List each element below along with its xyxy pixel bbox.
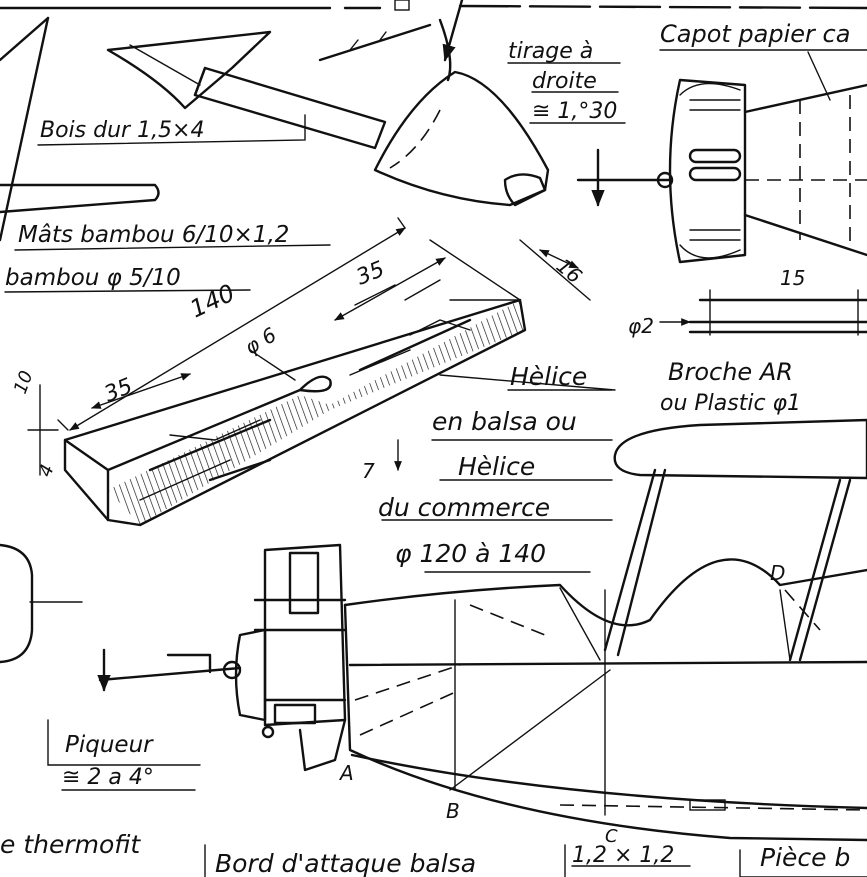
propeller-dims xyxy=(27,217,616,476)
top-frame-line xyxy=(0,4,867,10)
bord-attaque-dim: 1,2 × 1,2 xyxy=(572,843,674,868)
dim-15: 15 xyxy=(780,266,805,290)
point-d: D xyxy=(770,561,785,585)
leader-lines xyxy=(4,49,867,877)
wing-struts xyxy=(603,468,852,662)
dim-10: 10 xyxy=(10,368,38,397)
helice-label-3: Hèlice xyxy=(458,452,535,481)
upper-wing xyxy=(613,418,867,480)
broche-label-1: Broche AR xyxy=(668,358,793,386)
dim-phi-2: φ2 xyxy=(628,314,654,338)
left-tip-fragment xyxy=(0,543,83,664)
tirage-label-2: droite xyxy=(532,69,597,94)
left-wing-fragment xyxy=(0,16,160,242)
piqueur-label-2: ≅ 2 a 4° xyxy=(62,765,154,790)
engine-cowl-top xyxy=(576,78,867,264)
helice-label-5: φ 120 à 140 xyxy=(395,539,546,568)
bord-attaque-label: Bord d'attaque balsa xyxy=(215,849,476,877)
hardwood-stick xyxy=(106,30,387,150)
spinner-cone xyxy=(318,0,550,207)
helice-label-1: Hèlice xyxy=(510,362,587,391)
point-b: B xyxy=(446,799,460,823)
bois-dur-label: Bois dur 1,5×4 xyxy=(40,118,204,143)
bambou-label: bambou φ 5/10 xyxy=(5,265,181,291)
engine xyxy=(97,543,347,772)
dim-phi-6: φ 6 xyxy=(241,322,281,359)
piqueur-label-1: Piqueur xyxy=(65,732,154,758)
helice-label-2: en balsa ou xyxy=(432,407,577,436)
piece-label: Pièce b xyxy=(760,843,850,872)
point-a: A xyxy=(338,761,354,785)
tirage-label-1: tirage à xyxy=(508,39,593,64)
thermofit-label: e thermofit xyxy=(0,830,141,859)
broche-dimension xyxy=(659,289,867,336)
tirage-label-3: ≅ 1,°30 xyxy=(532,99,617,124)
capot-label: Capot papier ca xyxy=(660,20,850,48)
dim-35-right: 35 xyxy=(353,257,388,291)
dim-4: 4 xyxy=(35,462,59,480)
dim-7: 7 xyxy=(362,459,375,483)
annotations: Capot papier ca tirage à droite ≅ 1,°30 … xyxy=(0,20,850,877)
mats-label: Mâts bambou 6/10×1,2 xyxy=(18,222,289,248)
broche-label-2: ou Plastic φ1 xyxy=(660,391,801,416)
dim-140: 140 xyxy=(186,279,239,324)
fuselage xyxy=(343,558,867,842)
point-c: C xyxy=(605,826,618,847)
helice-label-4: du commerce xyxy=(378,493,550,522)
